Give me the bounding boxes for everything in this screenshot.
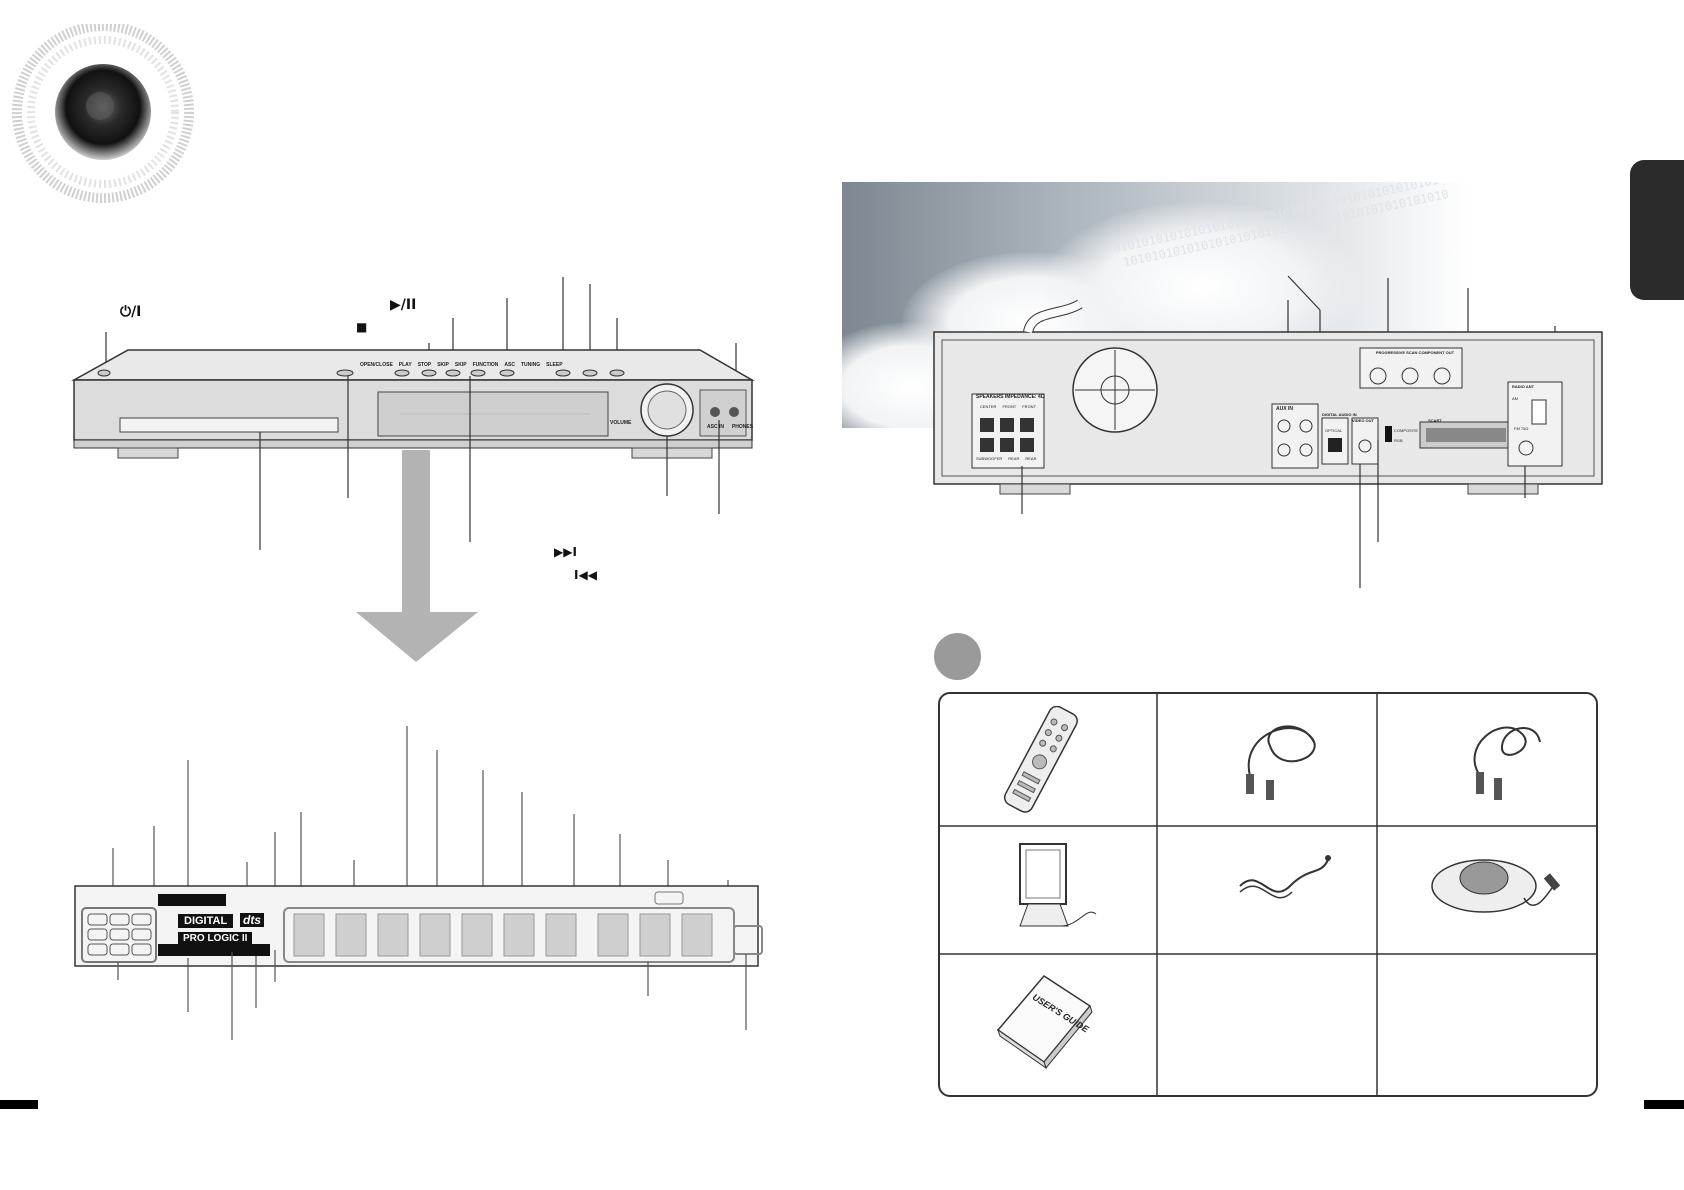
section-tab <box>1630 160 1684 300</box>
speakers-label: SPEAKERS IMPEDANCE: 4Ω <box>976 394 1045 400</box>
optical-label: OPTICAL <box>1325 428 1343 433</box>
microphone-icon <box>1431 859 1561 913</box>
asc-in-label: ASC IN <box>707 424 724 430</box>
skip-label-a: SKIP <box>437 362 449 368</box>
component-out-label: PROGRESSIVE SCAN COMPONENT OUT <box>1375 350 1455 355</box>
volume-label: VOLUME <box>610 420 632 426</box>
fm-label: FM 75Ω <box>1514 426 1529 431</box>
terminal-rear-b: REAR <box>1025 456 1037 461</box>
sleep-label: SLEEP <box>546 362 563 368</box>
display-panel-diagram <box>74 726 763 1040</box>
users-guide-icon <box>996 975 1093 1070</box>
terminal-front-a: FRONT <box>1002 404 1017 409</box>
speaker-logo-graphic <box>12 24 194 203</box>
skip-label-b: SKIP <box>454 362 467 368</box>
video-cable-icon <box>1246 725 1316 800</box>
pro-logic-badge: PRO LOGIC II <box>178 932 253 945</box>
am-label: AM <box>1512 396 1518 401</box>
digital-audio-in-label: DIGITAL AUDIO IN <box>1322 412 1357 417</box>
stop-symbol: ■ <box>356 320 368 334</box>
play-label: PLAY <box>398 362 412 368</box>
front-panel-diagram <box>71 277 755 662</box>
video-out-label: VIDEO OUT <box>1352 418 1375 423</box>
audio-cable-icon <box>1473 726 1541 800</box>
rear-panel-diagram <box>933 275 1603 588</box>
open-close-label: OPEN/CLOSE <box>360 362 393 368</box>
accessories-box: USER'S GUIDE <box>938 692 1598 1097</box>
asc-label: ASC <box>504 362 515 368</box>
aux-in-label: AUX IN <box>1276 406 1293 412</box>
radio-ant-label: RADIO ANT <box>1512 384 1535 389</box>
page-marker-left <box>0 1100 38 1109</box>
page-marker-right <box>1644 1100 1684 1109</box>
composite-label: COMPOSITE <box>1394 428 1419 433</box>
stop-label: STOP <box>417 362 432 368</box>
tuning-label: TUNING <box>520 362 541 368</box>
fm-antenna-icon <box>1239 855 1331 899</box>
play-pause-symbol: ▶/II <box>390 297 417 313</box>
terminal-front-b: FRONT <box>1022 404 1037 409</box>
phones-label: PHONES <box>731 424 754 430</box>
dts-badge: dts <box>240 913 264 927</box>
prev-symbol: I◀◀ <box>574 568 597 582</box>
scart-label: SCART <box>1428 418 1442 423</box>
rgb-label: RGB <box>1394 438 1403 443</box>
terminal-subwoofer: SUBWOOFER <box>976 456 1003 461</box>
terminal-center: CENTER <box>980 404 997 409</box>
am-antenna-icon <box>1019 843 1097 927</box>
power-symbol: ⏻/I <box>120 304 142 320</box>
remote-control-icon <box>1003 706 1078 813</box>
digital-badge: DIGITAL <box>178 914 234 928</box>
terminal-rear-a: REAR <box>1008 456 1020 461</box>
accessories-grid <box>940 694 1596 1095</box>
section-bullet <box>934 633 981 680</box>
function-label: FUNCTION <box>472 362 499 368</box>
next-symbol: ▶▶I <box>554 545 577 559</box>
